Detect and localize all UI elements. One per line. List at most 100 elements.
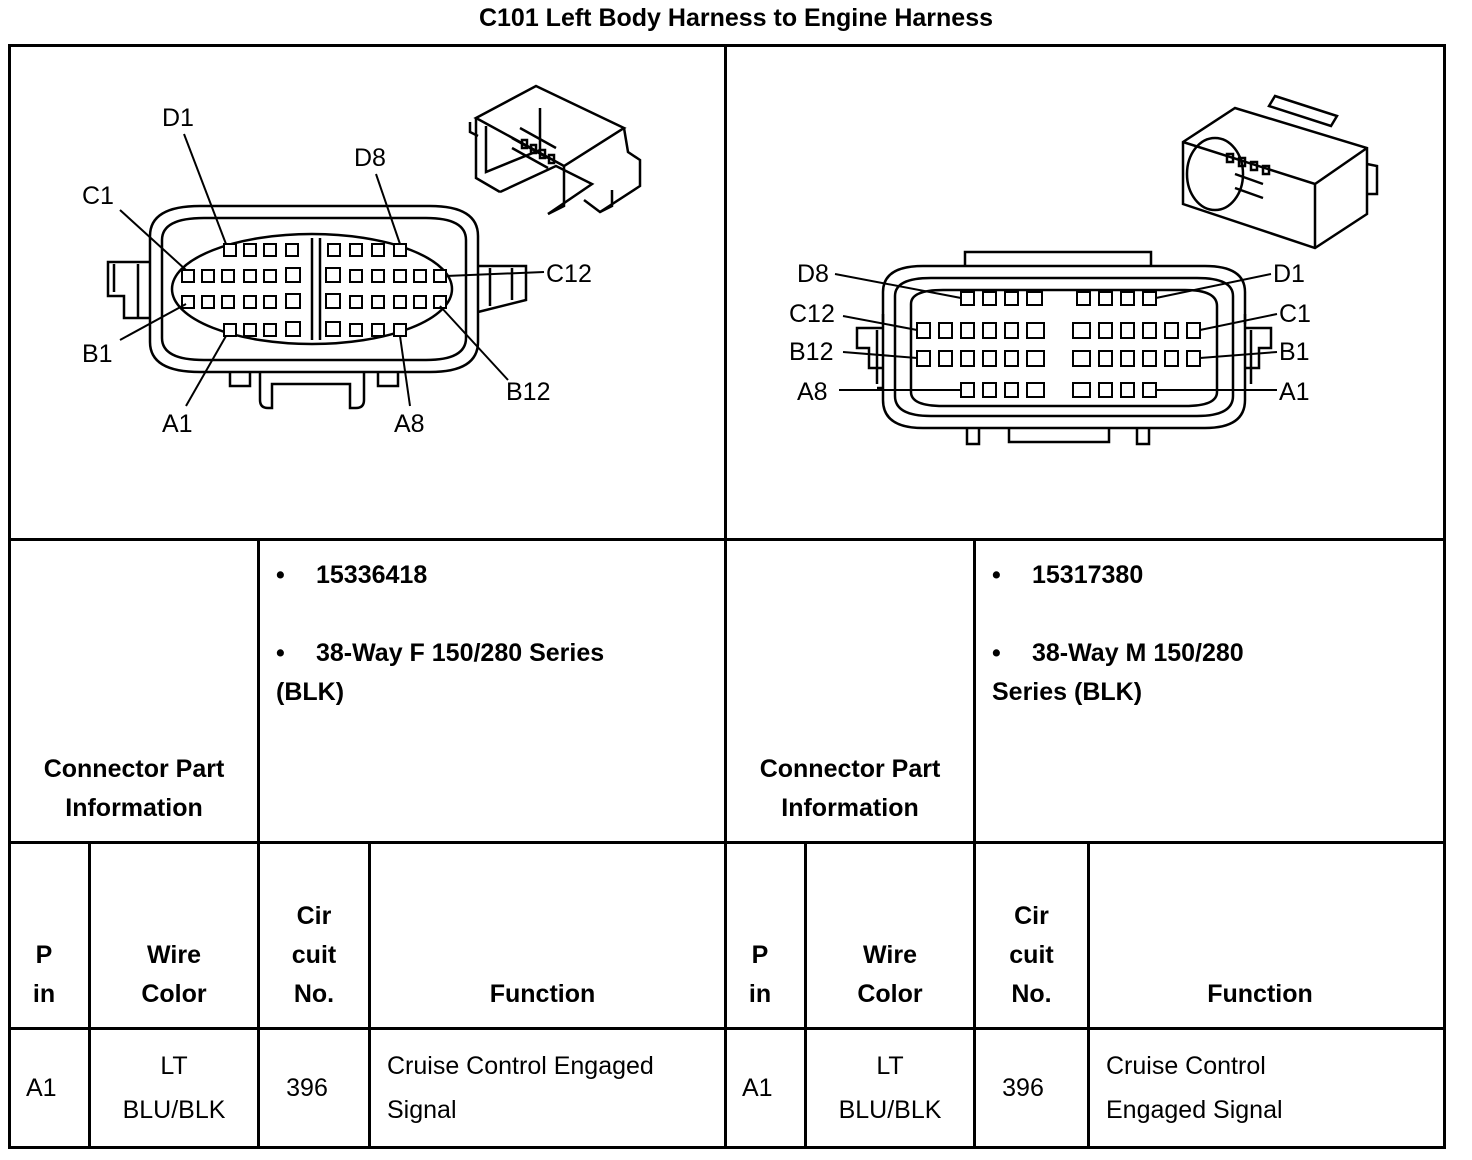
- header-function-text: Function: [1207, 980, 1313, 1008]
- connector-part-label-left: Connector Part Information: [11, 750, 257, 828]
- header-circuit-line1: Cir: [296, 902, 332, 930]
- function-line1: Cruise Control: [1106, 1052, 1266, 1080]
- pin-label-b12-right: B12: [789, 338, 833, 366]
- pin-label-d8-right: D8: [797, 260, 829, 288]
- bullet-icon: •: [992, 639, 1001, 667]
- header-circuit-left: Cir cuit No.: [260, 897, 368, 1014]
- connector-part-label-line2: Information: [65, 794, 203, 822]
- pin-label-c1-left: C1: [82, 182, 114, 210]
- header-circuit-line3: No.: [1011, 980, 1052, 1008]
- pin-label-b12-left: B12: [506, 378, 550, 406]
- pin-label-a8-left: A8: [394, 410, 425, 438]
- connector-description-line1: 38-Way F 150/280 Series: [316, 639, 605, 667]
- header-function-right: Function: [1090, 975, 1430, 1014]
- connector-description-line2: Series (BLK): [992, 678, 1143, 706]
- connector-description-line1: 38-Way M 150/280: [1032, 639, 1244, 667]
- header-pin-line2: in: [748, 980, 772, 1008]
- divider-vertical-center: [724, 44, 727, 1149]
- connector-part-info-right: • 15317380 • 38-Way M 150/280 Series (BLK): [992, 556, 1432, 712]
- pin-label-a1-left: A1: [162, 410, 193, 438]
- connector-table: [8, 44, 1446, 1149]
- connector-description-line2: (BLK): [276, 678, 345, 706]
- female-connector-diagram: D1 D8 C1 C12 B1 B12 A1 A8: [82, 84, 642, 438]
- header-wire-color-right: Wire Color: [807, 936, 973, 1014]
- divider-col-r1: [804, 841, 807, 1149]
- header-function-text: Function: [489, 980, 596, 1008]
- wire-color-line1: LT: [160, 1052, 188, 1080]
- header-circuit-line2: cuit: [291, 941, 337, 969]
- header-wire-line2: Color: [141, 980, 207, 1008]
- part-number: 15317380: [1032, 561, 1144, 589]
- wire-color-value-left: LT BLU/BLK: [91, 1044, 257, 1132]
- page-title: C101 Left Body Harness to Engine Harness: [478, 4, 994, 32]
- connector-part-info-left: • 15336418 • 38-Way F 150/280 Series (BLK): [276, 556, 716, 712]
- header-pin-left: P in: [11, 936, 77, 1014]
- header-circuit-right: Cir cuit No.: [976, 897, 1087, 1014]
- header-wire-line1: Wire: [863, 941, 917, 969]
- divider-info-bottom: [8, 841, 1446, 844]
- function-value-left: Cruise Control Engaged Signal: [387, 1044, 717, 1132]
- pin-label-d8-left: D8: [354, 144, 386, 172]
- female-connector-body: [148, 204, 480, 374]
- header-pin-right: P in: [727, 936, 793, 1014]
- male-connector-diagram: D8 D1 C12 C1 B12 B1 A8 A1: [789, 94, 1379, 446]
- pin-value-left: A1: [26, 1074, 57, 1102]
- header-function-left: Function: [371, 975, 714, 1014]
- bullet-icon: •: [276, 561, 285, 589]
- function-value-right: Cruise Control Engaged Signal: [1106, 1044, 1436, 1132]
- divider-col-r3: [1087, 841, 1090, 1149]
- pin-label-c12-right: C12: [789, 300, 835, 328]
- wire-color-line2: BLU/BLK: [122, 1096, 226, 1124]
- function-line2: Signal: [387, 1096, 457, 1124]
- pin-label-c12-left: C12: [546, 260, 592, 288]
- header-wire-line2: Color: [857, 980, 923, 1008]
- pin-label-d1-right: D1: [1273, 260, 1305, 288]
- divider-col-l1: [88, 841, 91, 1149]
- female-connector-3d-icon: [468, 84, 642, 216]
- pin-label-b1-left: B1: [82, 340, 113, 368]
- pin-label-d1-left: D1: [162, 104, 194, 132]
- pin-label-a1-right: A1: [1279, 378, 1310, 406]
- connector-part-label-line2: Information: [781, 794, 919, 822]
- header-circuit-line2: cuit: [1009, 941, 1054, 969]
- pin-label-b1-right: B1: [1279, 338, 1310, 366]
- wire-color-line2: BLU/BLK: [838, 1096, 942, 1124]
- divider-diagram-bottom: [8, 538, 1446, 541]
- divider-header-bottom: [8, 1027, 1446, 1030]
- wire-color-value-right: LT BLU/BLK: [807, 1044, 973, 1132]
- part-number-item: • 15317380: [992, 556, 1432, 595]
- wire-color-line1: LT: [876, 1052, 904, 1080]
- male-pin-cavities: [916, 291, 1201, 398]
- part-number: 15336418: [316, 561, 428, 589]
- connector-part-label-line1: Connector Part: [759, 755, 941, 783]
- connector-description-item: • 38-Way M 150/280: [992, 634, 1432, 673]
- part-number-item: • 15336418: [276, 556, 716, 595]
- pin-label-c1-right: C1: [1279, 300, 1311, 328]
- header-pin-line1: P: [35, 941, 53, 969]
- header-pin-line2: in: [32, 980, 56, 1008]
- pin-label-a8-right: A8: [797, 378, 828, 406]
- divider-col-r2: [973, 841, 976, 1149]
- bullet-icon: •: [992, 561, 1001, 589]
- function-line1: Cruise Control Engaged: [387, 1052, 654, 1080]
- connector-part-label-right: Connector Part Information: [727, 750, 973, 828]
- function-line2: Engaged Signal: [1106, 1096, 1283, 1124]
- connector-part-label-line1: Connector Part: [43, 755, 225, 783]
- circuit-value-right: 396: [1002, 1074, 1044, 1102]
- circuit-value-left: 396: [286, 1074, 328, 1102]
- divider-info-left: [257, 538, 260, 844]
- header-pin-line1: P: [751, 941, 769, 969]
- divider-info-right: [973, 538, 976, 844]
- divider-col-l3: [368, 841, 371, 1149]
- male-connector-3d-icon: [1181, 94, 1379, 250]
- female-pin-cavities: [181, 243, 447, 337]
- bullet-icon: •: [276, 639, 285, 667]
- male-connector-body: [881, 264, 1247, 430]
- header-circuit-line3: No.: [293, 980, 335, 1008]
- header-wire-color-left: Wire Color: [91, 936, 257, 1014]
- header-wire-line1: Wire: [147, 941, 201, 969]
- pin-value-right: A1: [742, 1074, 773, 1102]
- divider-col-l2: [257, 841, 260, 1149]
- connector-description-item: • 38-Way F 150/280 Series: [276, 634, 716, 673]
- header-circuit-line1: Cir: [1014, 902, 1049, 930]
